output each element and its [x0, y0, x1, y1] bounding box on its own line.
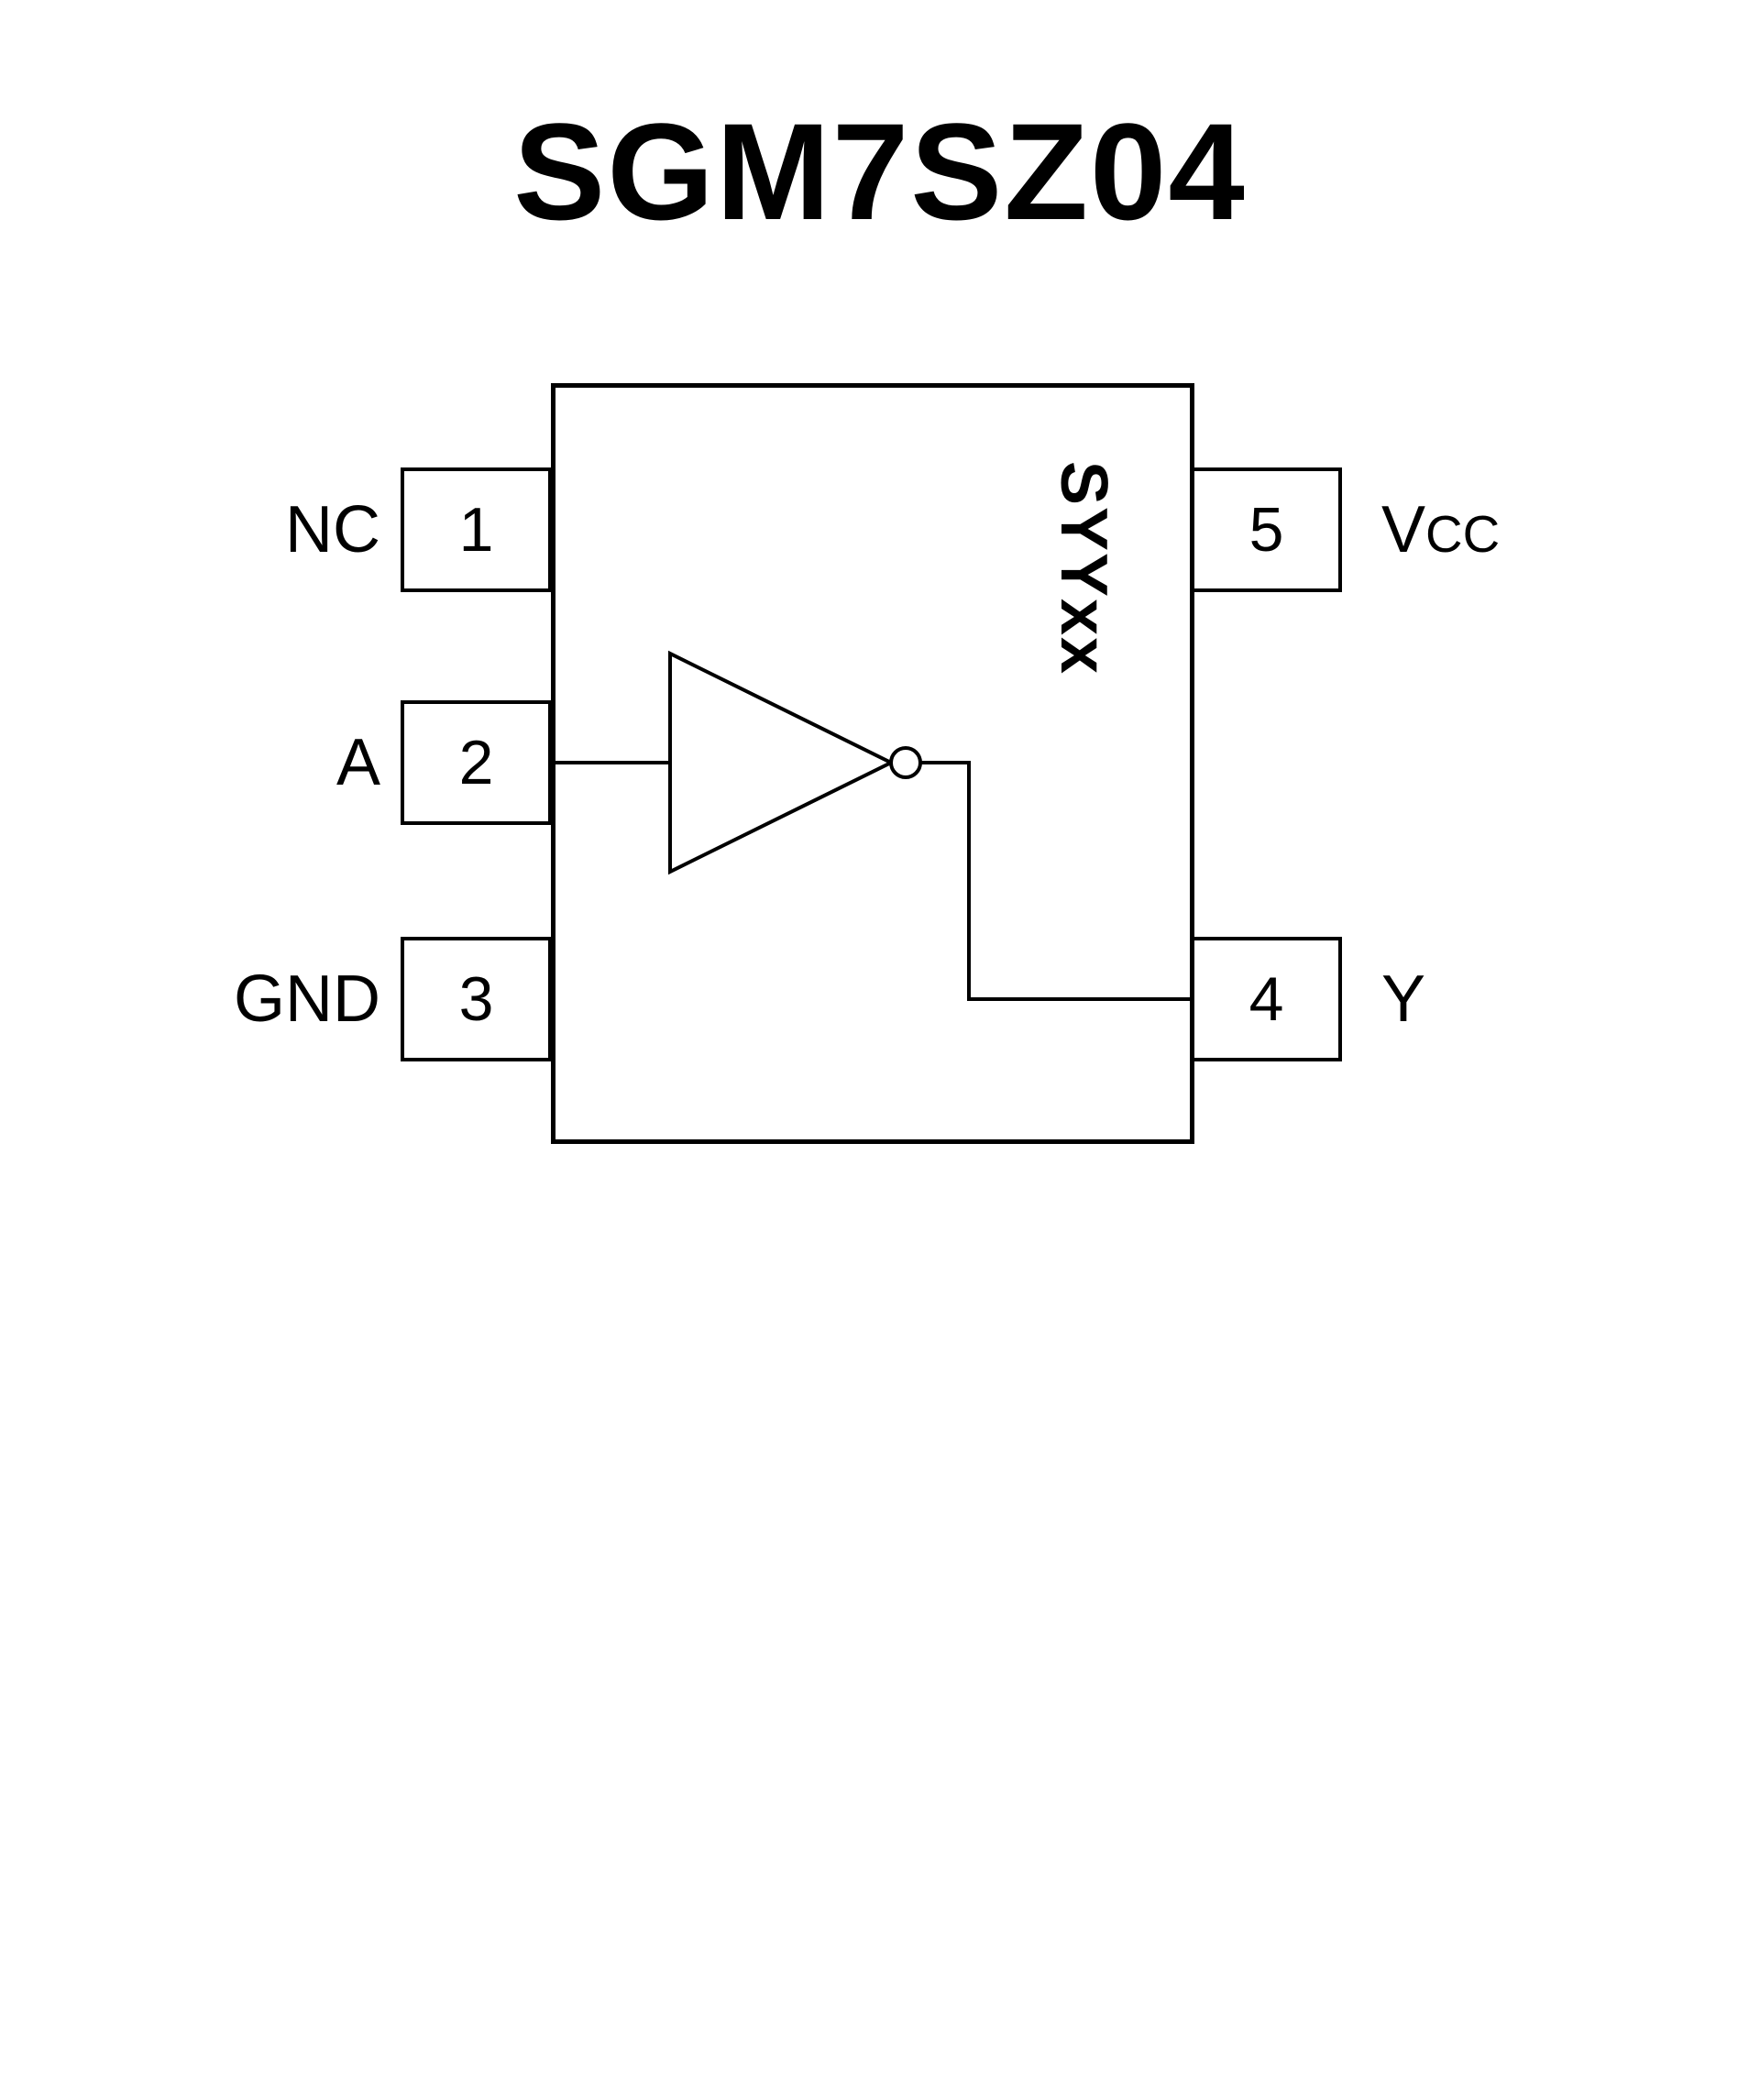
not-gate-triangle-icon — [668, 650, 896, 875]
pin-3-box: 3 — [401, 937, 552, 1061]
pin-5-label-main: V — [1381, 493, 1426, 566]
pin-4-box: 4 — [1191, 937, 1342, 1061]
pin-2-label: A — [336, 726, 380, 799]
pin-5-number: 5 — [1248, 495, 1284, 565]
pin-5-box: 5 — [1191, 467, 1342, 592]
pin-1-box: 1 — [401, 467, 552, 592]
output-wire — [920, 761, 1194, 1001]
inverter-gate-graphic — [551, 650, 1194, 1001]
pin-2-number: 2 — [458, 728, 494, 797]
pin-2-box: 2 — [401, 700, 552, 825]
pin-1-label: NC — [285, 493, 380, 566]
pin-4-label: Y — [1381, 937, 1711, 1061]
pin-3-label: GND — [234, 962, 380, 1036]
chip-marking-text: SYYxx — [1047, 460, 1120, 676]
pin-5-label-sub: CC — [1425, 505, 1501, 563]
pin-5-label: VCC — [1381, 467, 1711, 592]
pin-4-label-main: Y — [1381, 962, 1426, 1036]
pin-3-number: 3 — [458, 964, 494, 1034]
pin-1-number: 1 — [458, 495, 494, 565]
pin-4-number: 4 — [1248, 964, 1284, 1034]
inversion-bubble-icon — [889, 746, 922, 779]
page-title: SGM7SZ04 — [513, 94, 1247, 248]
